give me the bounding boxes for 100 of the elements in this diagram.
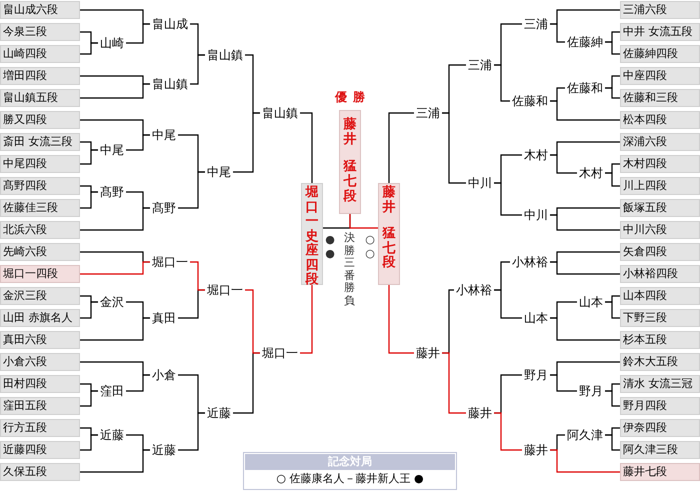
bracket-line — [233, 112, 260, 173]
bracket-line — [300, 285, 313, 354]
bracket-line — [550, 261, 620, 275]
bracket-line — [126, 23, 150, 44]
bracket-line — [126, 134, 150, 151]
player-nameplate: 髙野四段 — [0, 177, 80, 195]
bracket-line — [80, 449, 150, 473]
winner-name: 畠山鎮 — [150, 76, 190, 92]
winner-name: 金沢 — [98, 294, 126, 310]
bracket-line — [550, 214, 620, 231]
bracket-line — [605, 87, 620, 99]
champion-heading: 優勝 — [334, 89, 372, 106]
winner-name: 三浦 — [466, 57, 494, 73]
player-nameplate: 深浦六段 — [620, 133, 700, 151]
winner-name: 窪田 — [98, 383, 126, 399]
bracket-line — [80, 317, 150, 341]
winner-name: 堀口一 — [260, 345, 300, 361]
player-nameplate: 近藤四段 — [0, 441, 80, 459]
player-nameplate: 小林裕四段 — [620, 265, 700, 283]
winner-name: 木村 — [577, 165, 605, 181]
player-nameplate: 下野三段 — [620, 309, 700, 327]
player-nameplate: 先崎六段 — [0, 243, 80, 261]
player-nameplate: 三浦六段 — [620, 1, 700, 19]
match-text: ○ 佐藤康名人－藤井新人王 ● — [275, 471, 425, 487]
player-nameplate: 伊奈四段 — [620, 419, 700, 437]
bracket-line — [80, 390, 98, 407]
player-nameplate: 久保五段 — [0, 463, 80, 481]
player-nameplate: 畠山成六段 — [0, 1, 80, 19]
player-nameplate: 山本四段 — [620, 287, 700, 305]
winner-name: 中尾 — [205, 164, 233, 180]
player-nameplate: 木村四段 — [620, 155, 700, 173]
bracket-line — [605, 434, 620, 451]
player-nameplate: 山崎四段 — [0, 45, 80, 63]
player-nameplate: 真田六段 — [0, 331, 80, 349]
result-mark: ● — [324, 247, 336, 261]
panel-header: 記念対局 — [245, 454, 455, 470]
player-nameplate: 窪田五段 — [0, 397, 80, 415]
winner-name: 小林裕 — [454, 282, 494, 298]
player-nameplate: 金沢三段 — [0, 287, 80, 305]
bracket-line — [494, 182, 522, 216]
winner-name: 畠山鎮 — [205, 47, 245, 63]
player-nameplate: 勝又四段 — [0, 111, 80, 129]
winner-name: 阿久津 — [565, 427, 605, 443]
winner-name: 藤井 — [522, 442, 550, 458]
winner-name: 畠山鎮 — [260, 105, 300, 121]
result-mark: ○ — [364, 233, 376, 247]
player-nameplate: 杉本五段 — [620, 331, 700, 349]
player-nameplate: 田村四段 — [0, 375, 80, 393]
bracket-line — [245, 289, 260, 354]
bracket-line — [550, 100, 620, 121]
winner-name: 中尾 — [150, 127, 178, 143]
player-nameplate: 中座四段 — [620, 67, 700, 85]
bracket-line — [442, 112, 466, 184]
bracket-line — [190, 261, 205, 291]
winner-name: 野月 — [577, 383, 605, 399]
winner-name: 佐藤和 — [510, 93, 550, 109]
finalist-nameplate: 藤井 猛七段 — [378, 183, 400, 285]
winner-name: 佐藤紳 — [565, 34, 605, 50]
bracket-line — [300, 112, 313, 183]
bracket-line — [494, 64, 510, 102]
winner-name: 中尾 — [98, 142, 126, 158]
winner-name: 小倉 — [150, 367, 178, 383]
player-nameplate: 藤井七段 — [620, 463, 700, 481]
winner-name: 中川 — [522, 207, 550, 223]
winner-name: 佐藤和 — [565, 80, 605, 96]
player-nameplate: 清水 女流三冠 — [620, 375, 700, 393]
player-nameplate: 山田 赤旗名人 — [0, 309, 80, 327]
bracket-line — [605, 172, 620, 187]
player-nameplate: 佐藤紳四段 — [620, 45, 700, 63]
player-nameplate: 小倉六段 — [0, 353, 80, 371]
winner-name: 小林裕 — [510, 254, 550, 270]
player-nameplate: 川上四段 — [620, 177, 700, 195]
bracket-line — [388, 285, 414, 354]
player-nameplate: 飯塚五段 — [620, 199, 700, 217]
finalist-nameplate: 堀口一史座四段 — [301, 183, 323, 285]
winner-name: 近藤 — [150, 442, 178, 458]
player-nameplate: 行方五段 — [0, 419, 80, 437]
player-nameplate: 松本四段 — [620, 111, 700, 129]
bracket-line — [80, 191, 98, 209]
bracket-line — [494, 412, 522, 451]
bracket-line — [605, 301, 620, 319]
player-nameplate: 阿久津三段 — [620, 441, 700, 459]
winner-name: 野月 — [522, 367, 550, 383]
player-nameplate: 中尾四段 — [0, 155, 80, 173]
bracket-line — [442, 352, 466, 414]
winner-name: 畠山成 — [150, 16, 190, 32]
bracket-line — [80, 83, 150, 99]
player-nameplate: 矢倉四段 — [620, 243, 700, 261]
winner-name: 山本 — [522, 310, 550, 326]
player-nameplate: 堀口一四段 — [0, 265, 80, 283]
bracket-line — [494, 289, 522, 319]
winner-name: 髙野 — [150, 200, 178, 216]
result-mark: ○ — [364, 247, 376, 261]
bracket-line — [550, 449, 620, 473]
winner-name: 近藤 — [98, 427, 126, 443]
player-nameplate: 佐藤和三段 — [620, 89, 700, 107]
bracket-line — [550, 317, 620, 341]
bracket-line — [388, 112, 414, 183]
winner-name: 中川 — [466, 175, 494, 191]
winner-name: 近藤 — [205, 405, 233, 421]
